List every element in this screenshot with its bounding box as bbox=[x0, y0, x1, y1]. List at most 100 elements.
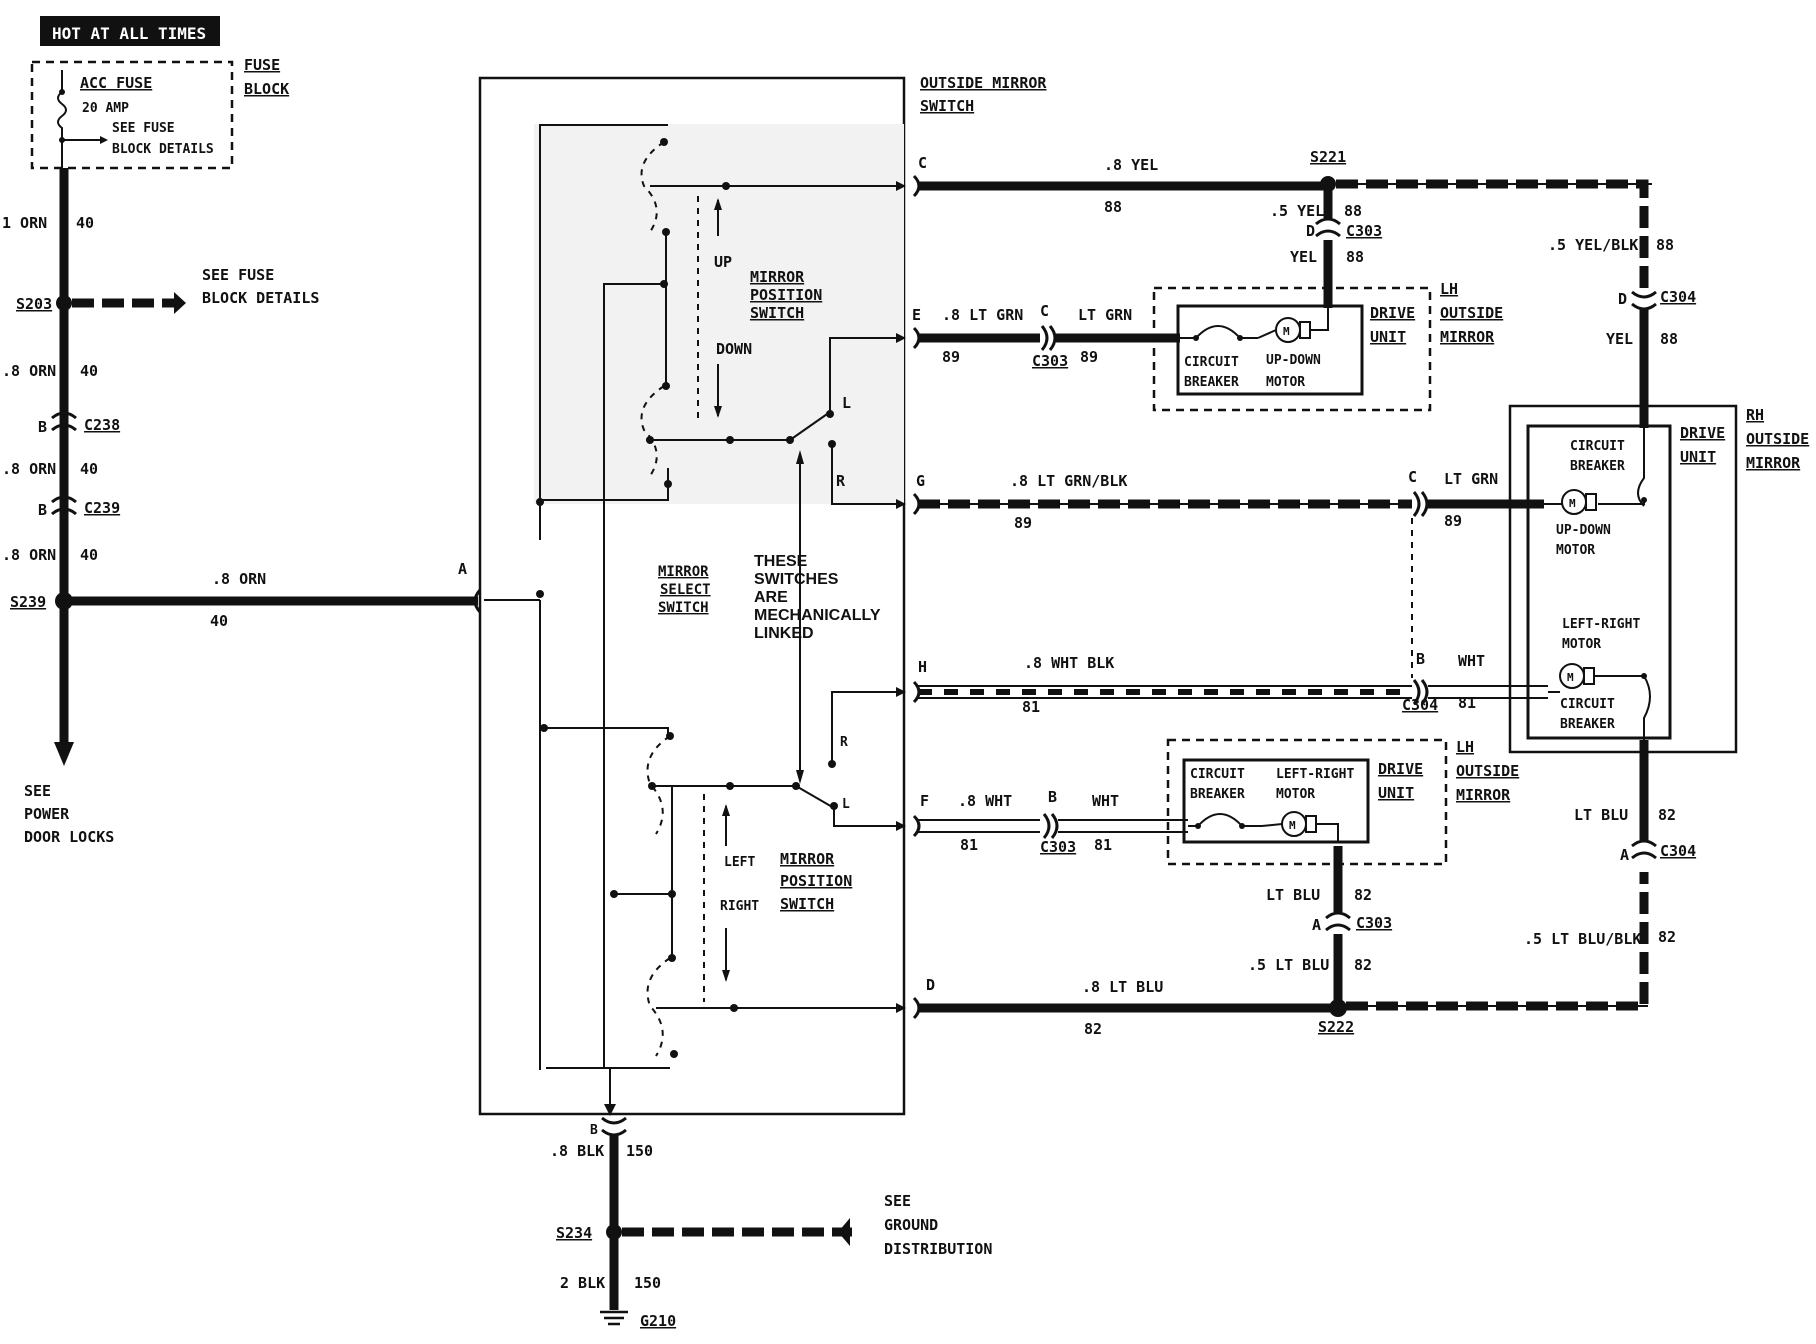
lh-ud-lh-3: MIRROR bbox=[1440, 328, 1495, 346]
rh-ltblu-gauge: LT BLU bbox=[1574, 806, 1628, 824]
upper-l-label: L bbox=[842, 394, 851, 412]
pin-h: H bbox=[918, 658, 927, 676]
wire-h-gauge: .8 WHT BLK bbox=[1024, 654, 1114, 672]
c303-top-connector-icon bbox=[1315, 217, 1341, 226]
rh-label-2: OUTSIDE bbox=[1746, 430, 1809, 448]
note-1: THESE bbox=[754, 553, 808, 570]
rh-cb1-icon bbox=[1637, 428, 1645, 507]
s221-gauge: .5 YEL bbox=[1270, 202, 1324, 220]
up-arrow-icon bbox=[714, 198, 722, 210]
c304-g-gauge: LT GRN bbox=[1444, 470, 1498, 488]
lh-lr-drive-box bbox=[1182, 758, 1370, 844]
mirror-select-1: MIRROR bbox=[658, 564, 709, 580]
ground-distribution-arrow-icon bbox=[838, 1218, 850, 1246]
lh-lr-drive-1: DRIVE bbox=[1378, 760, 1423, 778]
connector-c238-icon bbox=[51, 411, 77, 420]
rh-cb1-2: BREAKER bbox=[1570, 459, 1625, 474]
lh-ud-drive-1: DRIVE bbox=[1370, 304, 1415, 322]
pin-c-arrow-icon bbox=[896, 181, 906, 191]
feed-wire-4-gauge: .8 ORN bbox=[2, 546, 56, 564]
select-contact bbox=[828, 440, 836, 448]
switch-contact bbox=[668, 890, 676, 898]
see-fuse-arrow-head bbox=[174, 292, 186, 314]
outside-mirror-switch-box bbox=[478, 76, 906, 1116]
ground-circuit-1: 150 bbox=[626, 1142, 653, 1160]
mirror-pos-3: SWITCH bbox=[750, 304, 804, 322]
c303-f-label: C303 bbox=[1040, 838, 1076, 856]
c303-e-label: C303 bbox=[1032, 352, 1068, 370]
c304-g-circuit: 89 bbox=[1444, 512, 1462, 530]
ltblu-circuit: 82 bbox=[1354, 886, 1372, 904]
lh-lr-internal-wire bbox=[1261, 823, 1339, 842]
rh-label-1: RH bbox=[1746, 406, 1764, 424]
mirror-pos2-1: MIRROR bbox=[780, 850, 835, 868]
switch-contact bbox=[662, 382, 670, 390]
fuse-detail-arrow-icon bbox=[100, 136, 108, 144]
lh-lr-motor-m: M bbox=[1289, 819, 1296, 832]
lower-l-label: L bbox=[842, 797, 850, 812]
feed-wire-4-circuit: 40 bbox=[80, 546, 98, 564]
rh-lr-motor-body bbox=[1583, 667, 1595, 685]
rh-yel-gauge: YEL bbox=[1606, 330, 1633, 348]
lh-lr-lh-2: OUTSIDE bbox=[1456, 762, 1519, 780]
rh-yel-circuit: 88 bbox=[1660, 330, 1678, 348]
lh-ud-drive-box bbox=[1176, 304, 1364, 396]
rh-ud-internal-wire bbox=[1598, 500, 1645, 505]
wire-g-gauge: .8 LT GRN/BLK bbox=[1010, 472, 1127, 490]
switch-node bbox=[540, 724, 548, 732]
orn-wire-gauge: .8 ORN bbox=[212, 570, 266, 588]
ltblu-gauge: LT BLU bbox=[1266, 886, 1320, 904]
mirror-pos2-2: POSITION bbox=[780, 872, 852, 890]
splice-s221-label: S221 bbox=[1310, 148, 1346, 166]
pin-d-arrow-icon bbox=[896, 1003, 906, 1013]
c304-h-connector-icon bbox=[1420, 679, 1429, 705]
c304-top-connector-icon bbox=[1631, 290, 1657, 299]
lh-lr-motor-body bbox=[1305, 815, 1317, 833]
connector-c238-icon bbox=[51, 423, 77, 432]
mirror-select-3: SWITCH bbox=[658, 600, 709, 616]
ground-connector-icon bbox=[601, 1116, 627, 1125]
lh-lr-lh-3: MIRROR bbox=[1456, 786, 1511, 804]
wire-h-wht-blk bbox=[918, 685, 1412, 699]
ltblu5-gauge: .5 LT BLU bbox=[1248, 956, 1329, 974]
rh-drive-2: UNIT bbox=[1680, 448, 1716, 466]
s221-circuit: 88 bbox=[1344, 202, 1362, 220]
fuse-see-details-2: BLOCK DETAILS bbox=[112, 142, 214, 157]
c304-h-pin: B bbox=[1416, 650, 1425, 668]
ground-symbol-icon bbox=[600, 1310, 628, 1326]
right-arrow-icon bbox=[722, 970, 730, 982]
switch-contact bbox=[730, 1004, 738, 1012]
select-contact bbox=[786, 436, 794, 444]
down-switch-arc bbox=[640, 385, 665, 477]
lh-lr-motor-1: LEFT-RIGHT bbox=[1276, 767, 1354, 782]
power-door-locks-arrow-icon bbox=[54, 742, 74, 766]
switch-contact bbox=[666, 732, 674, 740]
splice-s203-label: S203 bbox=[16, 295, 52, 313]
c303-bot-connector-icon bbox=[1325, 923, 1351, 932]
c303-f-pin: B bbox=[1048, 788, 1057, 806]
c238-pin: B bbox=[38, 418, 47, 436]
see-power-1: SEE bbox=[24, 782, 51, 800]
see-fuse-1: SEE FUSE bbox=[202, 266, 274, 284]
splice-s239-label: S239 bbox=[10, 593, 46, 611]
lh-lr-cb-2: BREAKER bbox=[1190, 787, 1245, 802]
up-switch-arc bbox=[640, 141, 665, 233]
c304-h-label: C304 bbox=[1402, 696, 1438, 714]
c304-top-label: C304 bbox=[1660, 288, 1696, 306]
rh-drive-1: DRIVE bbox=[1680, 424, 1725, 442]
wire-d-circuit: 82 bbox=[1084, 1020, 1102, 1038]
ground-see-3: DISTRIBUTION bbox=[884, 1240, 992, 1258]
c304-g-connector-icon bbox=[1420, 491, 1429, 517]
mirror-select-2: SELECT bbox=[660, 582, 711, 598]
link-up-arrow-icon bbox=[796, 450, 804, 464]
pin-g: G bbox=[916, 472, 925, 490]
see-power-2: POWER bbox=[24, 805, 70, 823]
c303-top-pin: D bbox=[1306, 222, 1315, 240]
pin-f-arrow-icon bbox=[896, 821, 906, 831]
rh-outside-mirror-outline bbox=[1508, 404, 1738, 754]
feed-wire-3-gauge: .8 ORN bbox=[2, 460, 56, 478]
fuse-block-label-2: BLOCK bbox=[244, 80, 289, 98]
wire-f-circuit: 81 bbox=[960, 836, 978, 854]
c304-bot-label: C304 bbox=[1660, 842, 1696, 860]
wire-f-gauge: .8 WHT bbox=[958, 792, 1012, 810]
